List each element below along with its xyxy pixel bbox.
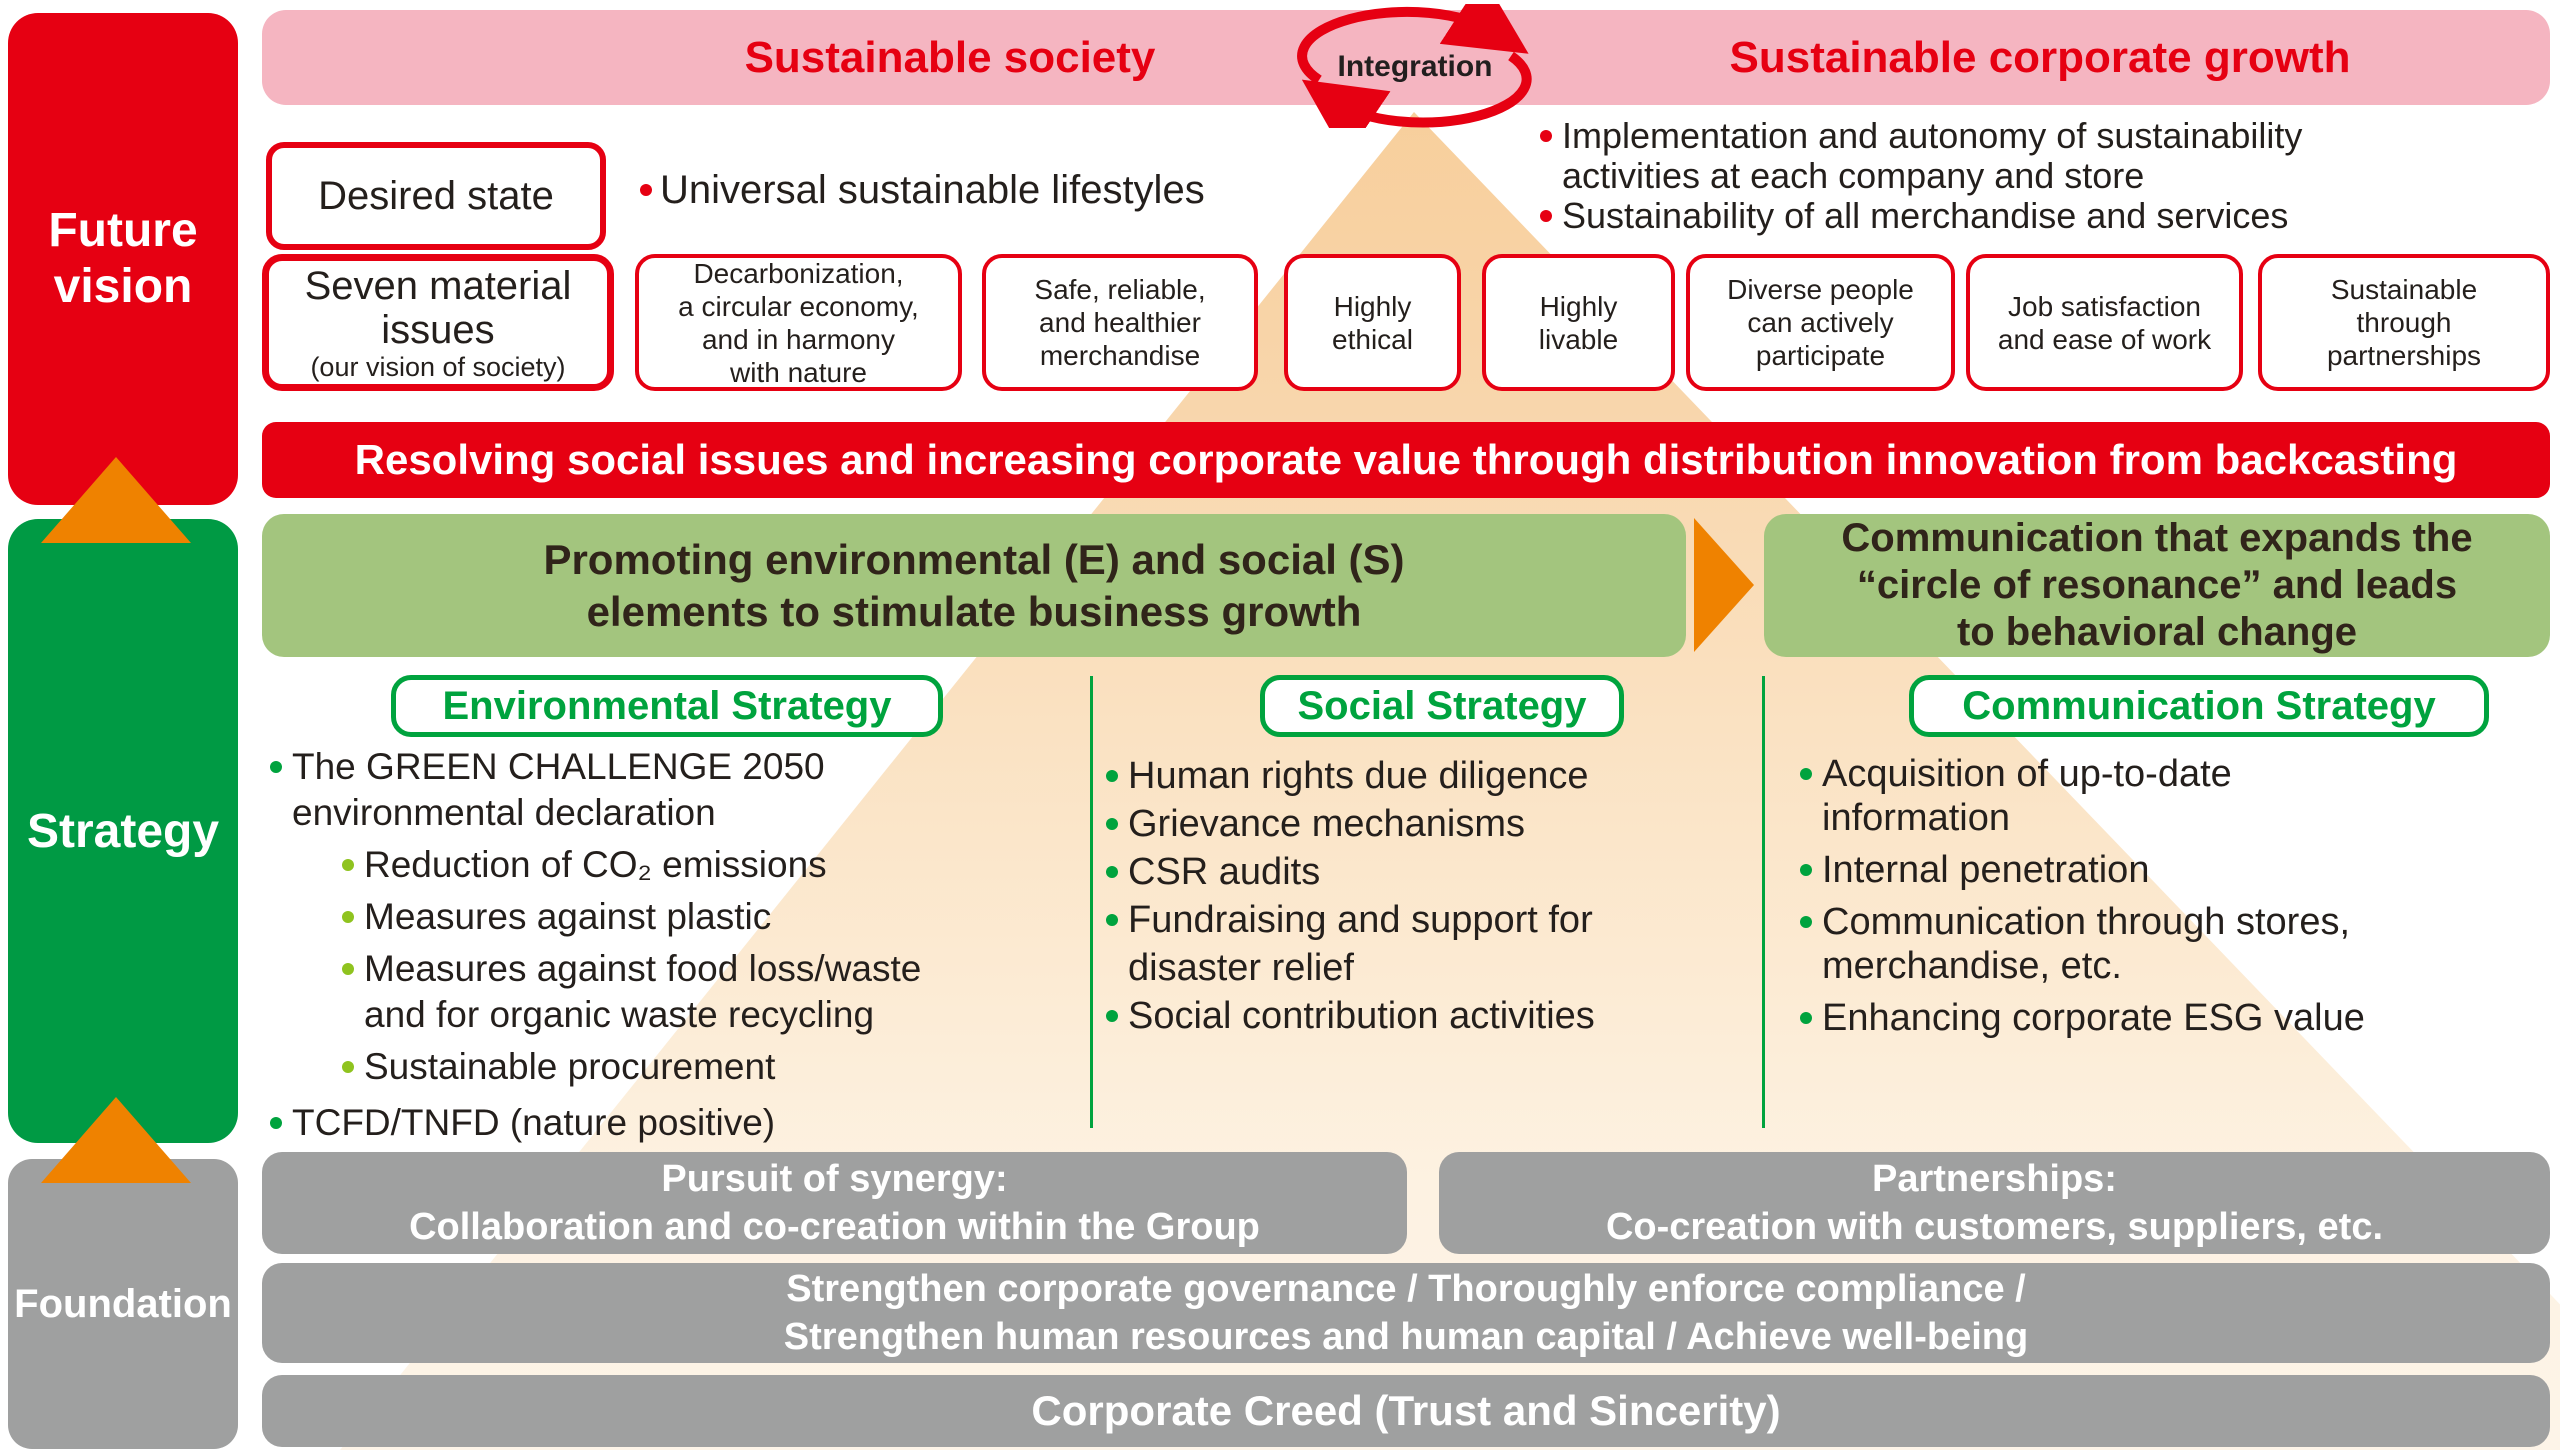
list-item: Sustainability of all merchandise and se… <box>1540 196 2555 236</box>
list-item: merchandise, etc. <box>1800 944 2545 988</box>
bullet-dot-icon <box>342 963 354 975</box>
future-vision-label: Future vision <box>48 204 198 313</box>
list-item: information <box>1800 796 2545 840</box>
list-item: TCFD/TNFD (nature positive) <box>270 1100 1085 1146</box>
list-item: Measures against plastic <box>270 894 1085 940</box>
list-item: Acquisition of up-to-date <box>1800 752 2545 796</box>
social-strategy-list: Human rights due diligence Grievance mec… <box>1106 752 1756 1040</box>
list-item: Internal penetration <box>1800 848 2545 892</box>
communication-strategy-pill: Communication Strategy <box>1909 675 2489 737</box>
issue-box-diverse-people: Diverse people can actively participate <box>1686 254 1955 391</box>
bullet-spacer <box>1800 812 1812 824</box>
corporate-creed-bar: Corporate Creed (Trust and Sincerity) <box>262 1375 2550 1447</box>
environmental-strategy-list: The GREEN CHALLENGE 2050 environmental d… <box>270 744 1085 1146</box>
list-item: Implementation and autonomy of sustainab… <box>1540 116 2555 196</box>
communication-banner: Communication that expands the “circle o… <box>1764 514 2550 657</box>
bullet-dot-icon <box>640 184 652 196</box>
bullet-dot-icon <box>1800 1012 1812 1024</box>
sustainable-society-title: Sustainable society <box>744 32 1156 82</box>
issue-box-highly-livable: Highly livable <box>1482 254 1675 391</box>
up-arrow-icon <box>41 1097 191 1183</box>
sustainable-growth-title: Sustainable corporate growth <box>1729 32 2351 82</box>
issue-box-job-satisfaction: Job satisfaction and ease of work <box>1966 254 2243 391</box>
material-issues-subtitle: (our vision of society) <box>310 351 566 382</box>
list-item: CSR audits <box>1106 848 1756 896</box>
cycle-arrows-icon <box>1297 0 1532 158</box>
backcasting-banner: Resolving social issues and increasing c… <box>262 422 2550 498</box>
issue-box-partnerships: Sustainable through partnerships <box>2258 254 2550 391</box>
bullet-dot-icon <box>270 761 282 773</box>
partnerships-bar: Partnerships: Co-creation with customers… <box>1439 1152 2550 1254</box>
strategy-label: Strategy <box>26 804 220 858</box>
integration-cycle-icon: Integration <box>1285 0 1545 158</box>
desired-state-bullet: Universal sustainable lifestyles <box>640 142 1205 238</box>
bullet-dot-icon <box>342 1061 354 1073</box>
rail-future-vision: Future vision <box>8 13 238 505</box>
foundation-label: Foundation <box>14 1281 232 1326</box>
material-issues-title: Seven material issues <box>304 263 572 352</box>
es-promotion-banner: Promoting environmental (E) and social (… <box>262 514 1686 657</box>
bullet-dot-icon <box>342 859 354 871</box>
list-item: Reduction of CO₂ emissions <box>270 842 1085 888</box>
communication-strategy-list: Acquisition of up-to-date information In… <box>1800 752 2545 1040</box>
bullet-dot-icon <box>1540 130 1552 142</box>
issue-box-decarbonization: Decarbonization, a circular economy, and… <box>635 254 962 391</box>
bullet-spacer <box>342 1009 354 1021</box>
list-item: and for organic waste recycling <box>270 992 1085 1038</box>
issue-box-safe-merchandise: Safe, reliable, and healthier merchandis… <box>982 254 1258 391</box>
top-banner: Sustainable society Integration Sustaina… <box>262 0 2550 158</box>
bullet-dot-icon <box>1106 1010 1118 1022</box>
bullet-dot-icon <box>342 911 354 923</box>
bullet-dot-icon <box>1800 916 1812 928</box>
list-item: Grievance mechanisms <box>1106 800 1756 848</box>
list-item: Human rights due diligence <box>1106 752 1756 800</box>
bullet-dot-icon <box>1106 914 1118 926</box>
environmental-strategy-pill: Environmental Strategy <box>391 675 943 737</box>
rail-strategy: Strategy <box>8 519 238 1143</box>
growth-bullet-list: Implementation and autonomy of sustainab… <box>1540 116 2555 236</box>
bullet-dot-icon <box>270 1117 282 1129</box>
bullet-dot-icon <box>1540 210 1552 222</box>
list-item: environmental declaration <box>270 790 1085 836</box>
material-issues-box: Seven material issues (our vision of soc… <box>262 254 614 391</box>
list-item: disaster relief <box>1106 944 1756 992</box>
list-item: Sustainable procurement <box>270 1044 1085 1090</box>
bullet-dot-icon <box>1106 866 1118 878</box>
list-item: Enhancing corporate ESG value <box>1800 996 2545 1040</box>
bullet-spacer <box>270 807 282 819</box>
issue-box-highly-ethical: Highly ethical <box>1284 254 1461 391</box>
bullet-dot-icon <box>1106 770 1118 782</box>
column-divider <box>1090 676 1093 1128</box>
list-item: Communication through stores, <box>1800 900 2545 944</box>
list-item: Measures against food loss/waste <box>270 946 1085 992</box>
list-item: The GREEN CHALLENGE 2050 <box>270 744 1085 790</box>
rail-foundation: Foundation <box>8 1159 238 1449</box>
governance-bar: Strengthen corporate governance / Thorou… <box>262 1263 2550 1363</box>
bullet-dot-icon <box>1800 864 1812 876</box>
bullet-dot-icon <box>1800 768 1812 780</box>
right-arrow-icon <box>1694 518 1754 652</box>
list-item: Fundraising and support for <box>1106 896 1756 944</box>
social-strategy-pill: Social Strategy <box>1260 675 1624 737</box>
bullet-spacer <box>1800 960 1812 972</box>
column-divider <box>1762 676 1765 1128</box>
up-arrow-icon <box>41 457 191 543</box>
list-item: Social contribution activities <box>1106 992 1756 1040</box>
synergy-bar: Pursuit of synergy: Collaboration and co… <box>262 1152 1407 1254</box>
bullet-spacer <box>1106 962 1118 974</box>
integration-label: Integration <box>1337 50 1493 83</box>
desired-state-box: Desired state <box>266 142 606 250</box>
bullet-dot-icon <box>1106 818 1118 830</box>
